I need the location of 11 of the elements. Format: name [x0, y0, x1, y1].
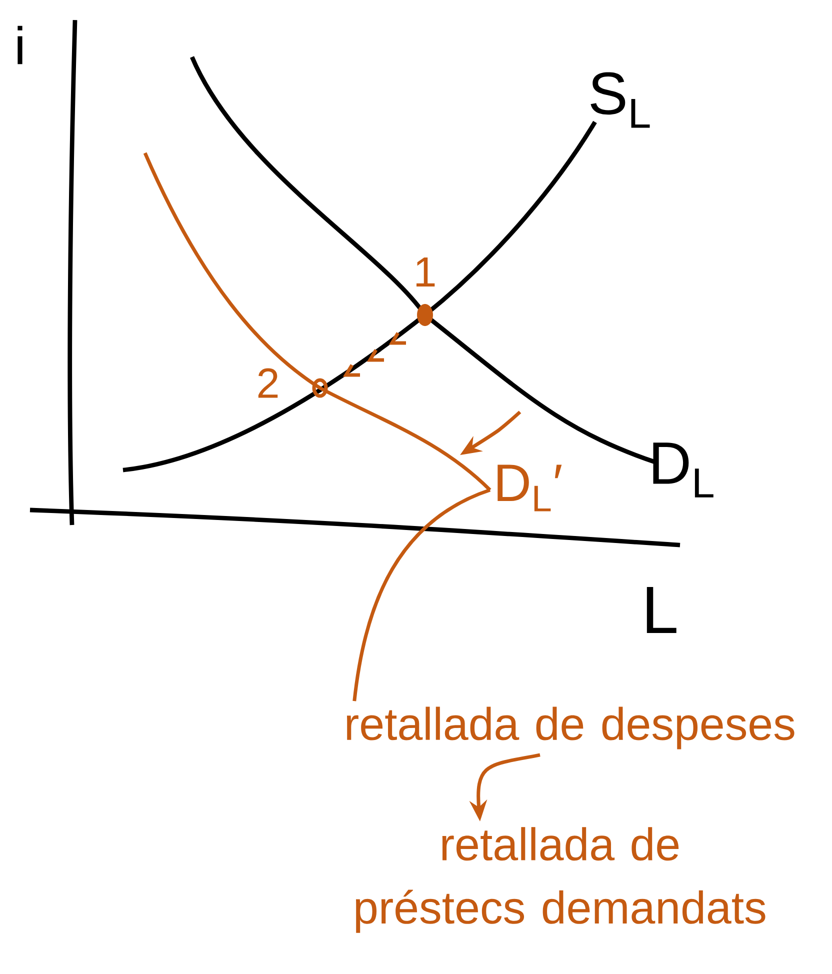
leader-line	[352, 488, 491, 702]
axis-label: S$_{L}$	[590, 72, 650, 128]
annotation-text: retallada de despeses	[346, 706, 794, 750]
axis-label: L	[646, 587, 676, 633]
shifted-demand-curve	[143, 152, 492, 492]
axis-label: 1	[416, 258, 435, 287]
axis-label: i	[18, 26, 22, 64]
axis-label: D$_{L}$	[653, 442, 714, 498]
axis-label: 2	[258, 368, 278, 398]
axis-label: D$_{L}$′	[498, 464, 562, 512]
annotation-text: retallada de préstecs demandats	[356, 827, 766, 933]
